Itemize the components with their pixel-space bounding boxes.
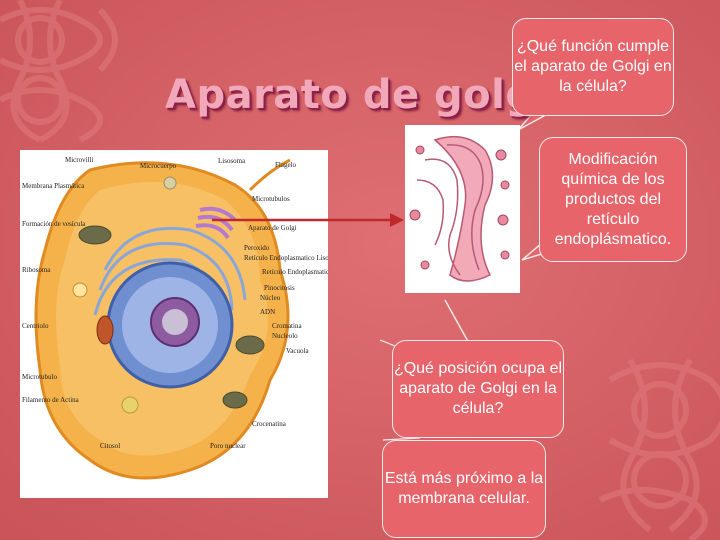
- label-adn: ADN: [260, 308, 275, 316]
- label-filamento-actina: Filamento de Actina: [22, 396, 80, 404]
- label-pinocitosis: Pinocitosis: [264, 284, 295, 292]
- label-poro-nuclear: Poro nuclear: [210, 442, 246, 450]
- callout-answer-position-text: Está más próximo a la membrana celular.: [383, 469, 545, 509]
- label-flagelo: Flagelo: [275, 161, 296, 169]
- label-peroxido: Peroxido: [244, 244, 270, 252]
- label-nucleo: Núcleo: [260, 294, 281, 302]
- label-centriolo: Centriolo: [22, 322, 49, 330]
- animal-cell-diagram: Microvilli Microcuerpo Lisosoma Flagelo …: [20, 150, 328, 498]
- callout-answer-function-text: Modificación química de los productos de…: [540, 150, 686, 250]
- label-formacion-vesicula: Formación de vesícula: [22, 220, 86, 228]
- label-cromatina: Cromatina: [272, 322, 302, 330]
- label-aparato-golgi: Aparato de Golgi: [248, 224, 297, 232]
- label-reticulo-rugoso: Retículo Endoplasmatico Rugoso: [262, 268, 328, 276]
- label-lisosoma: Lisosoma: [218, 157, 246, 165]
- label-microcuerpo: Microcuerpo: [140, 162, 177, 170]
- label-reticulo-liso: Retículo Endoplasmatico Liso: [244, 254, 328, 262]
- mitochondrion-3: [236, 336, 264, 354]
- callout-question-function: ¿Qué función cumple el aparato de Golgi …: [512, 18, 674, 116]
- callout-question-function-text: ¿Qué función cumple el aparato de Golgi …: [513, 37, 673, 97]
- label-citosol: Citosol: [100, 442, 120, 450]
- label-microtubulos-top: Microtubulos: [252, 195, 290, 203]
- label-vacuola: Vacuola: [286, 347, 309, 355]
- callout-answer-function: Modificación química de los productos de…: [539, 137, 687, 262]
- label-microvilli: Microvilli: [65, 156, 93, 164]
- label-microtubulo-left: Microtubulo: [22, 373, 57, 381]
- label-nucleolo: Nucleolo: [272, 332, 298, 340]
- callout-question-position: ¿Qué posición ocupa el aparato de Golgi …: [392, 340, 564, 438]
- label-crocenatina: Crocenatina: [252, 420, 287, 428]
- mitochondrion-1: [79, 226, 111, 244]
- callout-question-position-text: ¿Qué posición ocupa el aparato de Golgi …: [393, 359, 563, 419]
- label-membrana-plasmatica: Membrana Plasmática: [22, 182, 85, 190]
- label-ribosoma: Ribosoma: [22, 266, 51, 274]
- golgi-apparatus-image: [405, 125, 520, 293]
- slide-title: Aparato de golgi: [165, 72, 549, 118]
- callout-answer-position: Está más próximo a la membrana celular.: [382, 440, 546, 538]
- mitochondrion-2: [97, 316, 113, 344]
